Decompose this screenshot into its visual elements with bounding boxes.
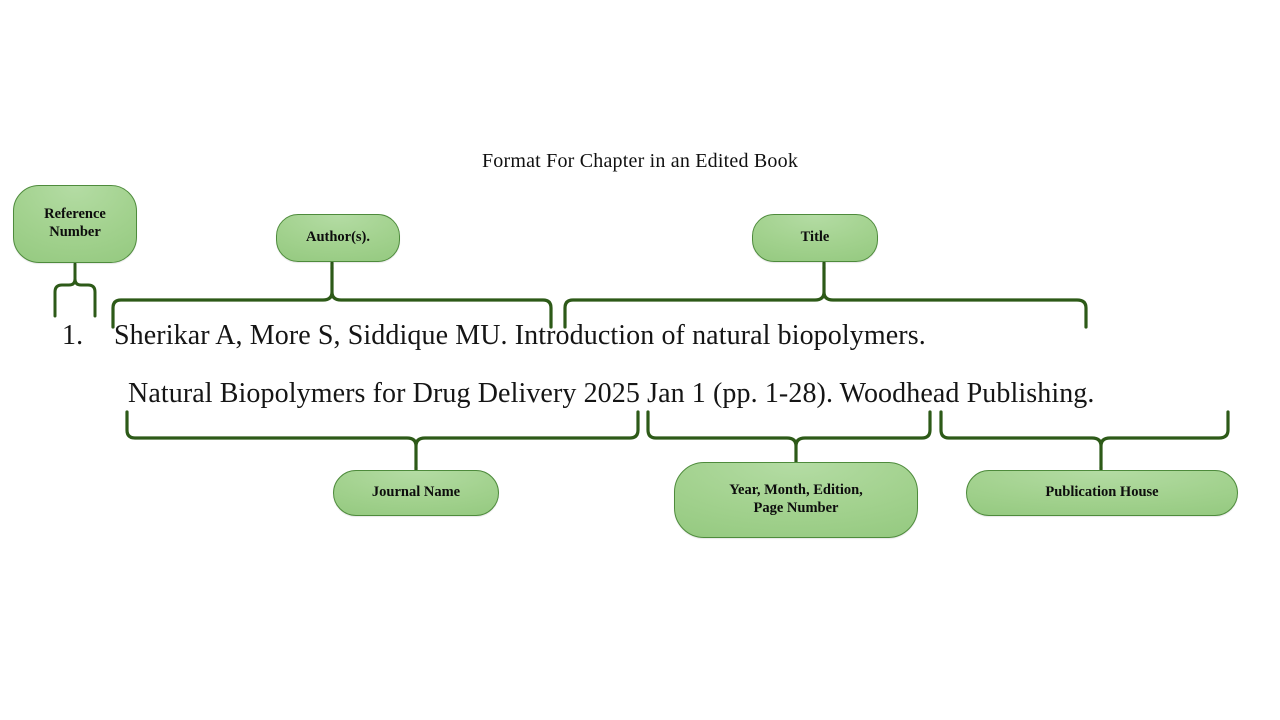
brace-authors	[111, 266, 553, 329]
page-title: Format For Chapter in an Edited Book	[481, 150, 799, 172]
label-box-reference-number[interactable]: Reference Number	[13, 185, 137, 263]
citation-reference-number: 1.	[62, 320, 84, 351]
label-title: Title	[800, 229, 830, 246]
label-authors: Author(s).	[305, 229, 371, 246]
brace-title	[563, 266, 1088, 329]
label-box-journal-name[interactable]: Journal Name	[333, 470, 499, 516]
label-year-month-line2: Page Number	[753, 500, 839, 516]
brace-journal-name	[125, 410, 640, 470]
label-year-month-line1: Year, Month, Edition,	[729, 482, 863, 499]
brace-reference-number	[53, 271, 97, 318]
citation-line-2-text: Natural Biopolymers for Drug Delivery 20…	[128, 378, 1095, 409]
citation-line-1: 1. Sherikar A, More S, Siddique MU. Intro…	[62, 320, 926, 352]
label-box-authors[interactable]: Author(s).	[276, 214, 400, 262]
citation-line-1-text: Sherikar A, More S, Siddique MU. Introdu…	[114, 320, 926, 351]
label-journal-name: Journal Name	[371, 484, 461, 501]
label-box-year-month-edition-page[interactable]: Year, Month, Edition, Page Number	[674, 462, 918, 538]
label-publication-house: Publication House	[1045, 484, 1159, 501]
brace-publication-house	[939, 410, 1230, 470]
label-box-publication-house[interactable]: Publication House	[966, 470, 1238, 516]
citation-line-2: Natural Biopolymers for Drug Delivery 20…	[128, 378, 1095, 410]
label-reference-number-line1: Reference	[44, 206, 106, 223]
label-reference-number-line2: Number	[49, 224, 101, 240]
label-box-title[interactable]: Title	[752, 214, 878, 262]
brace-year-month-edition-page	[646, 410, 932, 468]
